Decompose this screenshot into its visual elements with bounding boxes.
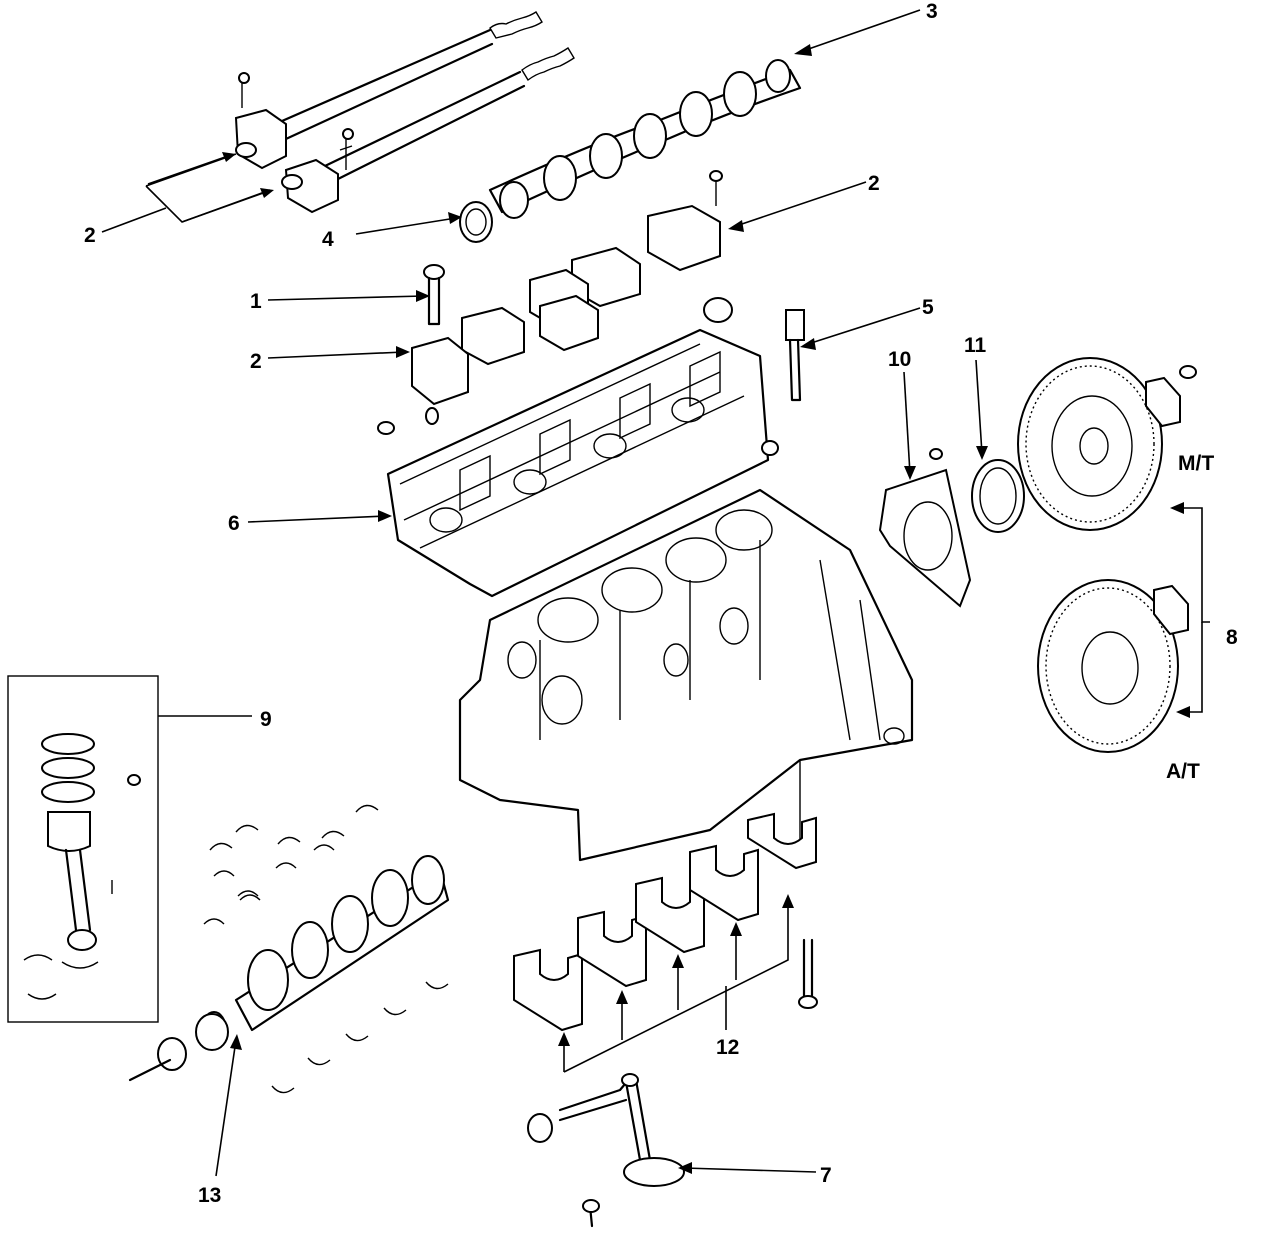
callout-5: 5 [922,296,934,319]
callout-labels: 3 2 4 2 1 2 5 10 11 M/T 6 8 9 A/T 12 7 1… [84,0,1238,1207]
camshaft-seal-inner [465,208,487,236]
camshaft [488,59,802,219]
callout-3: 3 [926,0,938,23]
rear-oil-seal-housing [878,448,972,608]
camshaft-holders [411,170,733,406]
cylinder-head [377,328,779,598]
callout-at: A/T [1166,760,1200,783]
callout-8: 8 [1226,626,1238,649]
drive-plate-at [1037,579,1189,753]
callout-6: 6 [228,512,240,535]
head-bolt-5 [785,309,805,402]
bearing-shells [203,804,449,1094]
callout-2-cap: 2 [250,350,262,373]
crankshaft-timing-gear [195,1013,229,1051]
callout-1: 1 [250,290,262,313]
shaft-bracket-lines [145,153,271,223]
callout-7: 7 [820,1164,832,1187]
callout-4: 4 [322,228,334,251]
flywheel-mt [1017,357,1197,531]
leader-lines [101,9,1210,1177]
rocker-shafts [234,11,575,214]
crankshaft [128,855,450,1082]
oil-pickup [527,1073,685,1228]
piston-assembly-box [7,675,159,1023]
callout-9: 9 [260,708,272,731]
callout-2-holders: 2 [868,172,880,195]
callout-11: 11 [964,334,987,357]
callout-10: 10 [888,348,911,371]
callout-13: 13 [198,1184,221,1207]
camshaft-seal [459,201,493,243]
main-bearing-caps [513,760,818,1032]
callout-2-shafts: 2 [84,224,96,247]
bolt-1 [423,264,445,326]
callout-mt: M/T [1178,452,1214,475]
oil-seal [971,459,1025,533]
callout-12: 12 [716,1036,739,1059]
engine-block [458,488,914,862]
